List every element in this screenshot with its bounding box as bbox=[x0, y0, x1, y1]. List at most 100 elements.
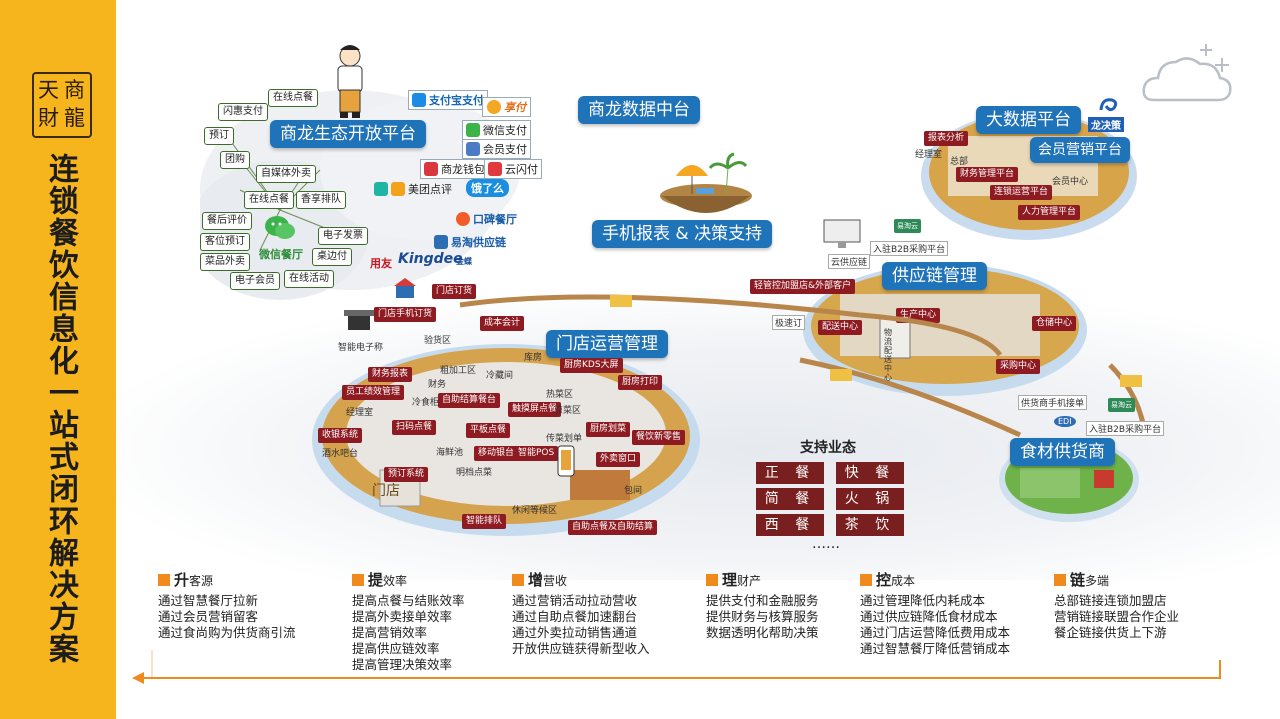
mobile-report-label: 手机报表 & 决策支持 bbox=[592, 220, 773, 248]
wallet-icon bbox=[424, 162, 438, 176]
benefit-line: 通过营销活动拉动营收 bbox=[512, 593, 638, 608]
b2b-platform-top: 入驻B2B采购平台 bbox=[870, 241, 949, 256]
tag-self-media-delivery: 自媒体外卖 bbox=[256, 165, 316, 183]
benefit-title-multi-end: 链多端 bbox=[1054, 569, 1109, 590]
supply-chain-label: 供应链管理 bbox=[882, 262, 987, 290]
store-kitchen-mark: 厨房划菜 bbox=[586, 422, 631, 437]
store-storeroom: 库房 bbox=[524, 353, 543, 363]
benefit-line: 通过门店运营降低费用成本 bbox=[860, 625, 1011, 640]
supplier-edi-badge: EDI bbox=[1054, 416, 1076, 427]
store-cashier-system: 收银系统 bbox=[318, 428, 363, 443]
partner-meituan: 美团点评 bbox=[374, 181, 452, 197]
benefit-key: 提 bbox=[368, 571, 384, 589]
bigdata-report-analysis: 报表分析 bbox=[924, 131, 969, 146]
partner-koubei: 口碑餐厅 bbox=[456, 211, 517, 227]
island-illustration bbox=[660, 152, 752, 213]
benefit-line: 提高营销效率 bbox=[352, 625, 428, 640]
partner-member-pay: 会员支付 bbox=[462, 139, 531, 159]
benefit-line: 通过外卖拉动销售通道 bbox=[512, 625, 638, 640]
store-mobile-order: 门店手机订货 bbox=[374, 307, 437, 322]
wechat-icon bbox=[265, 216, 295, 239]
benefit-title-revenue: 增营收 bbox=[512, 569, 567, 590]
benefit-line: 通过智慧餐厅拉新 bbox=[158, 593, 259, 608]
store-waiting-area: 休闲等候区 bbox=[512, 506, 558, 516]
square-bullet-icon bbox=[158, 574, 170, 586]
store-bar: 酒水吧台 bbox=[322, 449, 359, 459]
alipay-icon bbox=[412, 93, 426, 107]
partner-meituan-label: 美团点评 bbox=[408, 183, 452, 196]
member-marketing-label: 会员营销平台 bbox=[1030, 137, 1130, 163]
tag-table-pay: 桌边付 bbox=[312, 248, 352, 266]
store-scan-order: 扫码点餐 bbox=[392, 420, 437, 435]
scale-icon bbox=[344, 310, 374, 330]
wechat-pay-icon bbox=[466, 123, 480, 137]
cloud-icon bbox=[1142, 44, 1232, 102]
partner-eleme: 饿了么 bbox=[466, 179, 509, 197]
store-hot-dish: 热菜区 bbox=[546, 390, 574, 400]
partner-alipay-label: 支付宝支付 bbox=[429, 94, 484, 107]
supply-purchase-center: 采购中心 bbox=[996, 359, 1041, 374]
store-cold-dish: 凉菜区 bbox=[554, 406, 582, 416]
tag-dish-delivery: 菜品外卖 bbox=[200, 253, 250, 271]
partner-unionpay-label: 云闪付 bbox=[505, 163, 538, 176]
benefit-lines-customers: 通过智慧餐厅拉新 通过会员营销留客 通过食尚购为供货商引流 bbox=[158, 593, 296, 641]
bigdata-finance-platform: 财务管理平台 bbox=[956, 167, 1019, 182]
format-hot-pot: 火 锅 bbox=[836, 488, 904, 510]
benefit-key: 升 bbox=[174, 571, 190, 589]
partner-xiangfu-label: 享付 bbox=[504, 101, 526, 114]
bigdata-member-center: 会员中心 bbox=[1052, 177, 1089, 187]
bigdata-manager-room: 经理室 bbox=[915, 150, 943, 160]
store-tablet-order: 平板点餐 bbox=[466, 423, 511, 438]
store-kitchen-print: 厨房打印 bbox=[618, 375, 663, 390]
supply-logistics-center: 物流配送中心 bbox=[884, 328, 892, 382]
phone-icon bbox=[557, 445, 575, 477]
benefit-line: 通过会员营销留客 bbox=[158, 609, 259, 624]
format-simple-meal: 简 餐 bbox=[756, 488, 824, 510]
benefit-key: 控 bbox=[876, 571, 892, 589]
partner-xiangfu: 享付 bbox=[482, 97, 531, 117]
supply-distribution-center: 配送中心 bbox=[818, 320, 863, 335]
format-full-meal: 正 餐 bbox=[756, 462, 824, 484]
supply-warehouse-center: 仓储中心 bbox=[1032, 316, 1077, 331]
brand-logo: 天 商 財 龍 bbox=[32, 72, 92, 138]
benefit-line: 提高外卖接单效率 bbox=[352, 609, 453, 624]
tag-table-booking: 客位预订 bbox=[200, 233, 250, 251]
logo-char: 財 bbox=[38, 106, 59, 130]
benefit-title-efficiency: 提效率 bbox=[352, 569, 407, 590]
benefit-line: 通过自助点餐加速翻台 bbox=[512, 609, 638, 624]
store-takeout-window: 外卖窗口 bbox=[596, 452, 641, 467]
tag-review: 餐后评价 bbox=[202, 212, 252, 230]
benefit-lines-assets: 提供支付和金融服务 提供财务与核算服务 数据透明化帮助决策 bbox=[706, 593, 819, 641]
store-manager-room: 经理室 bbox=[346, 408, 374, 418]
benefit-line: 通过管理降低内耗成本 bbox=[860, 593, 986, 608]
partner-wallet-label: 商龙钱包 bbox=[441, 163, 485, 176]
koubei-icon bbox=[456, 212, 470, 226]
benefit-title-assets: 理财产 bbox=[706, 569, 761, 590]
yitao-icon bbox=[434, 235, 448, 249]
data-center-label: 商龙数据中台 bbox=[578, 96, 700, 124]
ecosystem-platform-label: 商龙生态开放平台 bbox=[270, 120, 426, 148]
store-smart-queue: 智能排队 bbox=[462, 514, 507, 529]
store-inspection-area: 验货区 bbox=[424, 336, 452, 346]
benefit-key: 增 bbox=[528, 571, 544, 589]
meituan-icon bbox=[374, 182, 388, 196]
unionpay-icon bbox=[488, 162, 502, 176]
store-self-checkout-table: 自助结算餐台 bbox=[438, 393, 501, 408]
square-bullet-icon bbox=[512, 574, 524, 586]
store-self-order-checkout: 自助点餐及自助结算 bbox=[568, 520, 658, 535]
partner-wechat-pay: 微信支付 bbox=[462, 120, 531, 140]
benefit-line: 提高点餐与结账效率 bbox=[352, 593, 465, 608]
format-fast-food: 快 餐 bbox=[836, 462, 904, 484]
benefit-lines-efficiency: 提高点餐与结账效率 提高外卖接单效率 提高营销效率 提高供应链效率 提高管理决策… bbox=[352, 593, 465, 673]
benefit-line: 提供支付和金融服务 bbox=[706, 593, 819, 608]
store-booking-system: 预订系统 bbox=[384, 467, 429, 482]
xiangfu-icon bbox=[487, 100, 501, 114]
formats-more: …… bbox=[812, 536, 840, 552]
partner-kingdee-cn: 金蝶 bbox=[456, 257, 472, 266]
partner-alipay: 支付宝支付 bbox=[408, 90, 488, 110]
store-touch-order: 触摸屏点餐 bbox=[508, 402, 562, 417]
benefit-lines-cost: 通过管理降低内耗成本 通过供应链降低食材成本 通过门店运营降低费用成本 通过智慧… bbox=[860, 593, 1010, 657]
longjuece-brand: 龙决策 bbox=[1088, 117, 1124, 132]
store-kds-screen: 厨房KDS大屏 bbox=[560, 358, 623, 373]
bigdata-platform-label: 大数据平台 bbox=[976, 106, 1081, 134]
